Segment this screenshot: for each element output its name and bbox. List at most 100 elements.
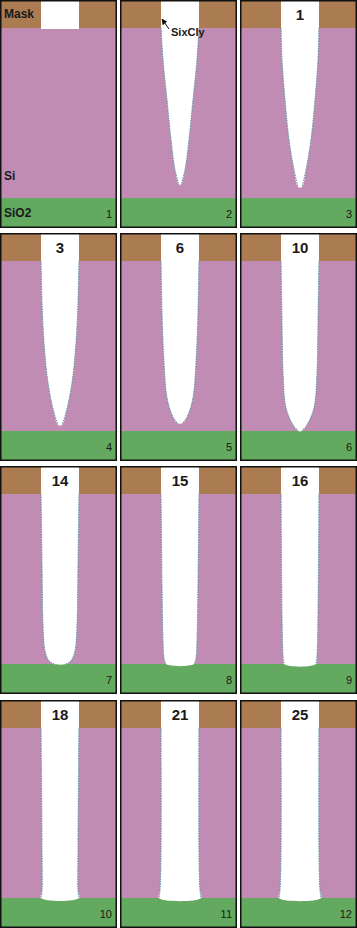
mask-layer (120, 0, 237, 28)
mask-layer (240, 466, 357, 494)
panel-number: 12 (340, 909, 352, 920)
panel-number: 7 (106, 675, 112, 686)
mask-layer (240, 0, 357, 28)
step-number: 18 (52, 707, 69, 722)
etch-panel (120, 0, 237, 228)
oxide-layer (0, 431, 117, 461)
mask-layer (120, 700, 237, 728)
panel-frame (1, 467, 117, 694)
step-number: 21 (172, 707, 189, 722)
sidewall-deposit (161, 261, 177, 423)
step-number: 10 (292, 240, 309, 255)
sidewall-deposit (66, 494, 79, 664)
panel-number: 1 (106, 209, 112, 220)
material-label: SiO2 (4, 207, 31, 219)
sidewall-deposit (78, 728, 79, 898)
trench (161, 494, 199, 666)
sidewall-deposit (199, 728, 201, 898)
etch-panel (240, 233, 357, 461)
silicon-layer (120, 466, 237, 694)
oxide-layer (120, 431, 237, 461)
material-label: SixCly (171, 27, 205, 38)
panel-number: 11 (221, 909, 232, 920)
trench (40, 728, 79, 901)
silicon-layer (240, 466, 357, 694)
panel-frame (241, 1, 357, 228)
silicon-layer (240, 233, 357, 461)
oxide-layer (120, 664, 237, 694)
etch-panel (240, 700, 357, 928)
oxide-layer (0, 898, 117, 928)
etch-panel (120, 466, 237, 694)
sidewall-deposit (281, 261, 298, 431)
panel-frame (121, 467, 237, 694)
panel-frame (1, 701, 117, 928)
panel-frame (121, 1, 237, 228)
trench (41, 261, 79, 426)
sidewall-deposit (41, 728, 42, 898)
silicon-layer (240, 700, 357, 928)
oxide-layer (240, 431, 357, 461)
mask-layer (0, 466, 117, 494)
etch-panel (120, 700, 237, 928)
etch-panel (0, 700, 117, 928)
trench (161, 261, 199, 424)
mask-opening (41, 700, 79, 729)
sidewall-deposit (281, 28, 298, 187)
trench (281, 494, 319, 667)
trench (281, 28, 319, 188)
sidewall-deposit (319, 728, 321, 898)
sidewall-deposit (161, 28, 179, 185)
oxide-layer (240, 664, 357, 694)
panel-number: 8 (226, 675, 232, 686)
step-number: 14 (52, 473, 69, 488)
step-number: 3 (56, 240, 64, 255)
oxide-layer (0, 198, 117, 228)
panel-frame (241, 467, 357, 694)
silicon-layer (0, 0, 117, 228)
panel-number: 3 (346, 209, 352, 220)
sidewall-deposit (41, 494, 54, 664)
mask-layer (0, 0, 117, 28)
silicon-layer (240, 0, 357, 228)
panel-number: 5 (226, 442, 232, 453)
etch-panel (0, 233, 117, 461)
mask-opening (161, 233, 199, 262)
panel-number: 4 (106, 442, 112, 453)
step-number: 16 (292, 473, 309, 488)
mask-opening (281, 0, 319, 29)
silicon-layer (0, 233, 117, 461)
material-label: Mask (4, 8, 34, 20)
sidewall-deposit (159, 728, 161, 898)
mask-opening (161, 466, 199, 495)
step-number: 15 (172, 473, 189, 488)
panel-number: 10 (100, 909, 112, 920)
etch-panel (0, 466, 117, 694)
mask-opening (281, 233, 319, 262)
sidewall-deposit (194, 494, 199, 664)
mask-layer (240, 233, 357, 261)
etch-panel (240, 466, 357, 694)
step-number: 6 (176, 240, 184, 255)
sidewall-deposit (62, 261, 79, 425)
step-number: 1 (296, 7, 304, 22)
mask-opening (161, 700, 199, 729)
oxide-layer (120, 898, 237, 928)
oxide-layer (240, 198, 357, 228)
oxide-layer (0, 664, 117, 694)
panel-frame (1, 234, 117, 461)
silicon-layer (120, 700, 237, 928)
sidewall-deposit (41, 261, 58, 425)
step-number: 25 (292, 707, 309, 722)
mask-layer (120, 466, 237, 494)
mask-opening (281, 466, 319, 495)
mask-opening (41, 233, 79, 262)
material-label: Si (4, 170, 15, 182)
mask-layer (120, 233, 237, 261)
mask-layer (0, 700, 117, 728)
panel-frame (1, 1, 117, 228)
trench (158, 728, 201, 901)
etch-panel (240, 0, 357, 228)
sidewall-deposit (316, 494, 319, 664)
